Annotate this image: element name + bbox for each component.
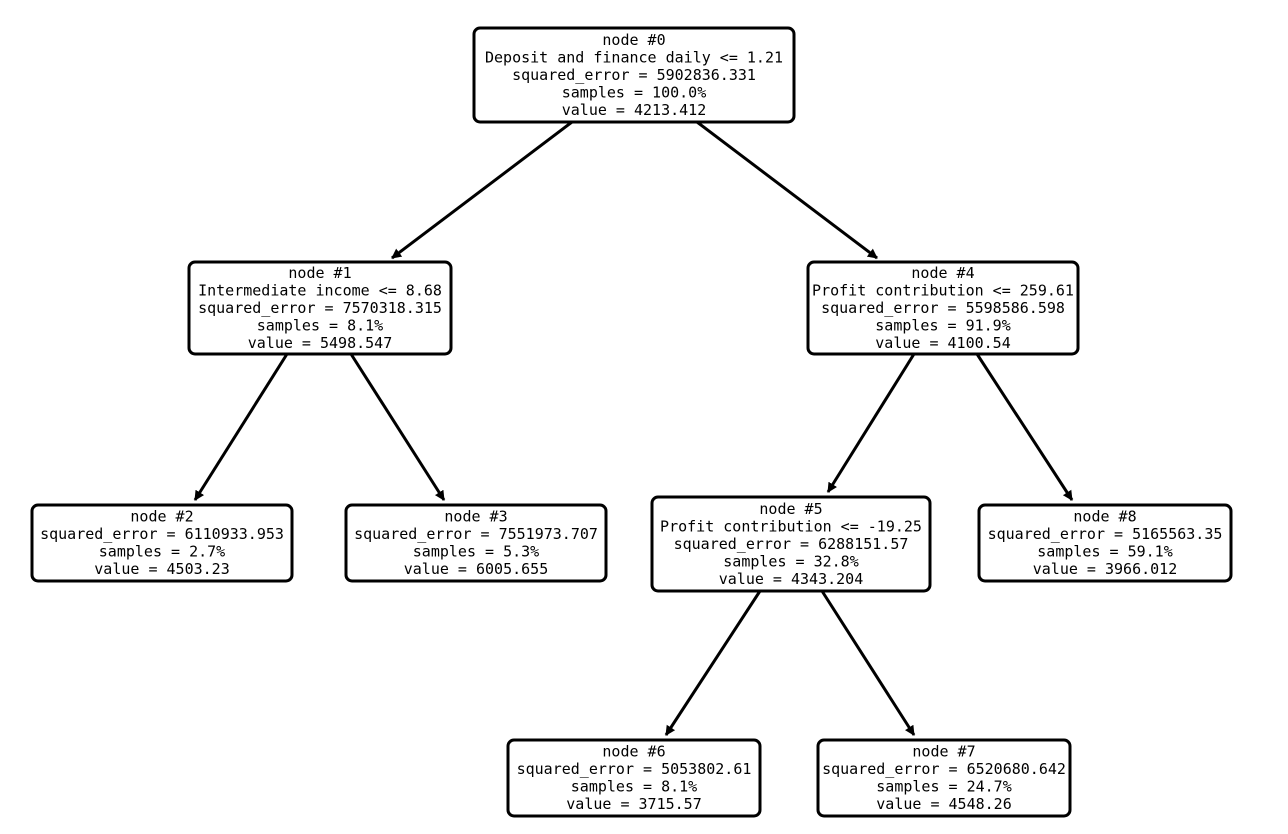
node-5-line-0: node #5 xyxy=(759,500,822,518)
node-7-line-0: node #7 xyxy=(912,743,975,761)
edge-node-0-to-node-4 xyxy=(696,120,878,260)
node-1-line-4: value = 5498.547 xyxy=(248,334,393,352)
node-6-box xyxy=(506,738,762,818)
node-1-line-0: node #1 xyxy=(288,264,351,282)
node-0-line-3: samples = 100.0% xyxy=(562,83,707,101)
node-4-line-3: samples = 91.9% xyxy=(875,316,1010,334)
edge-node-1-to-node-2 xyxy=(193,353,289,501)
node-6-line-1: squared_error = 5053802.61 xyxy=(517,760,752,778)
node-2-line-1: squared_error = 6110933.953 xyxy=(40,525,284,543)
node-3-line-0: node #3 xyxy=(444,508,507,526)
node-2-line-3: value = 4503.23 xyxy=(94,560,229,578)
node-3-line-1: squared_error = 7551973.707 xyxy=(354,525,598,543)
node-8-line-1: squared_error = 5165563.35 xyxy=(988,525,1223,543)
node-0-box xyxy=(472,26,796,124)
edge-node-4-to-node-8 xyxy=(975,353,1074,501)
node-6-line-2: samples = 8.1% xyxy=(571,778,697,796)
node-4-line-2: squared_error = 5598586.598 xyxy=(821,299,1065,317)
node-4-line-0: node #4 xyxy=(911,264,974,282)
node-3-line-3: value = 6005.655 xyxy=(404,560,549,578)
node-1-line-3: samples = 8.1% xyxy=(257,316,383,334)
edge-node-5-to-node-6 xyxy=(664,590,762,736)
node-0-line-2: squared_error = 5902836.331 xyxy=(512,66,756,84)
node-5-box xyxy=(650,495,932,593)
node-2-line-0: node #2 xyxy=(130,508,193,526)
node-6-line-0: node #6 xyxy=(602,743,665,761)
node-3-line-2: samples = 5.3% xyxy=(413,543,539,561)
node-5-line-2: squared_error = 6288151.57 xyxy=(674,535,909,553)
node-0-line-0: node #0 xyxy=(602,31,665,49)
node-6-line-3: value = 3715.57 xyxy=(566,795,701,813)
node-7-line-1: squared_error = 6520680.642 xyxy=(822,760,1066,778)
node-7-box xyxy=(816,738,1072,818)
node-8-box xyxy=(977,503,1233,583)
node-1-line-2: squared_error = 7570318.315 xyxy=(198,299,442,317)
edges-layer xyxy=(193,120,1074,736)
node-7-line-2: samples = 24.7% xyxy=(876,778,1011,796)
node-8-line-0: node #8 xyxy=(1073,508,1136,526)
node-4-box xyxy=(806,260,1080,356)
node-7-line-3: value = 4548.26 xyxy=(876,795,1011,813)
node-8-line-2: samples = 59.1% xyxy=(1037,543,1172,561)
node-1-line-1: Intermediate income <= 8.68 xyxy=(198,281,442,299)
node-1-box xyxy=(187,260,453,356)
node-4-line-1: Profit contribution <= 259.61 xyxy=(812,281,1074,299)
node-2-line-2: samples = 2.7% xyxy=(99,543,225,561)
edge-node-1-to-node-3 xyxy=(349,353,446,501)
node-5-line-4: value = 4343.204 xyxy=(719,570,864,588)
edge-node-4-to-node-5 xyxy=(826,353,916,493)
edge-node-5-to-node-7 xyxy=(820,590,916,736)
node-5-line-3: samples = 32.8% xyxy=(723,552,858,570)
node-2-box xyxy=(30,503,294,583)
node-0-line-4: value = 4213.412 xyxy=(562,101,707,119)
node-8-line-3: value = 3966.012 xyxy=(1033,560,1178,578)
node-4-line-4: value = 4100.54 xyxy=(875,334,1010,352)
node-3-box xyxy=(344,503,608,583)
node-0-line-1: Deposit and finance daily <= 1.21 xyxy=(485,48,783,66)
node-5-line-1: Profit contribution <= -19.25 xyxy=(660,517,922,535)
edge-node-0-to-node-1 xyxy=(391,120,573,260)
